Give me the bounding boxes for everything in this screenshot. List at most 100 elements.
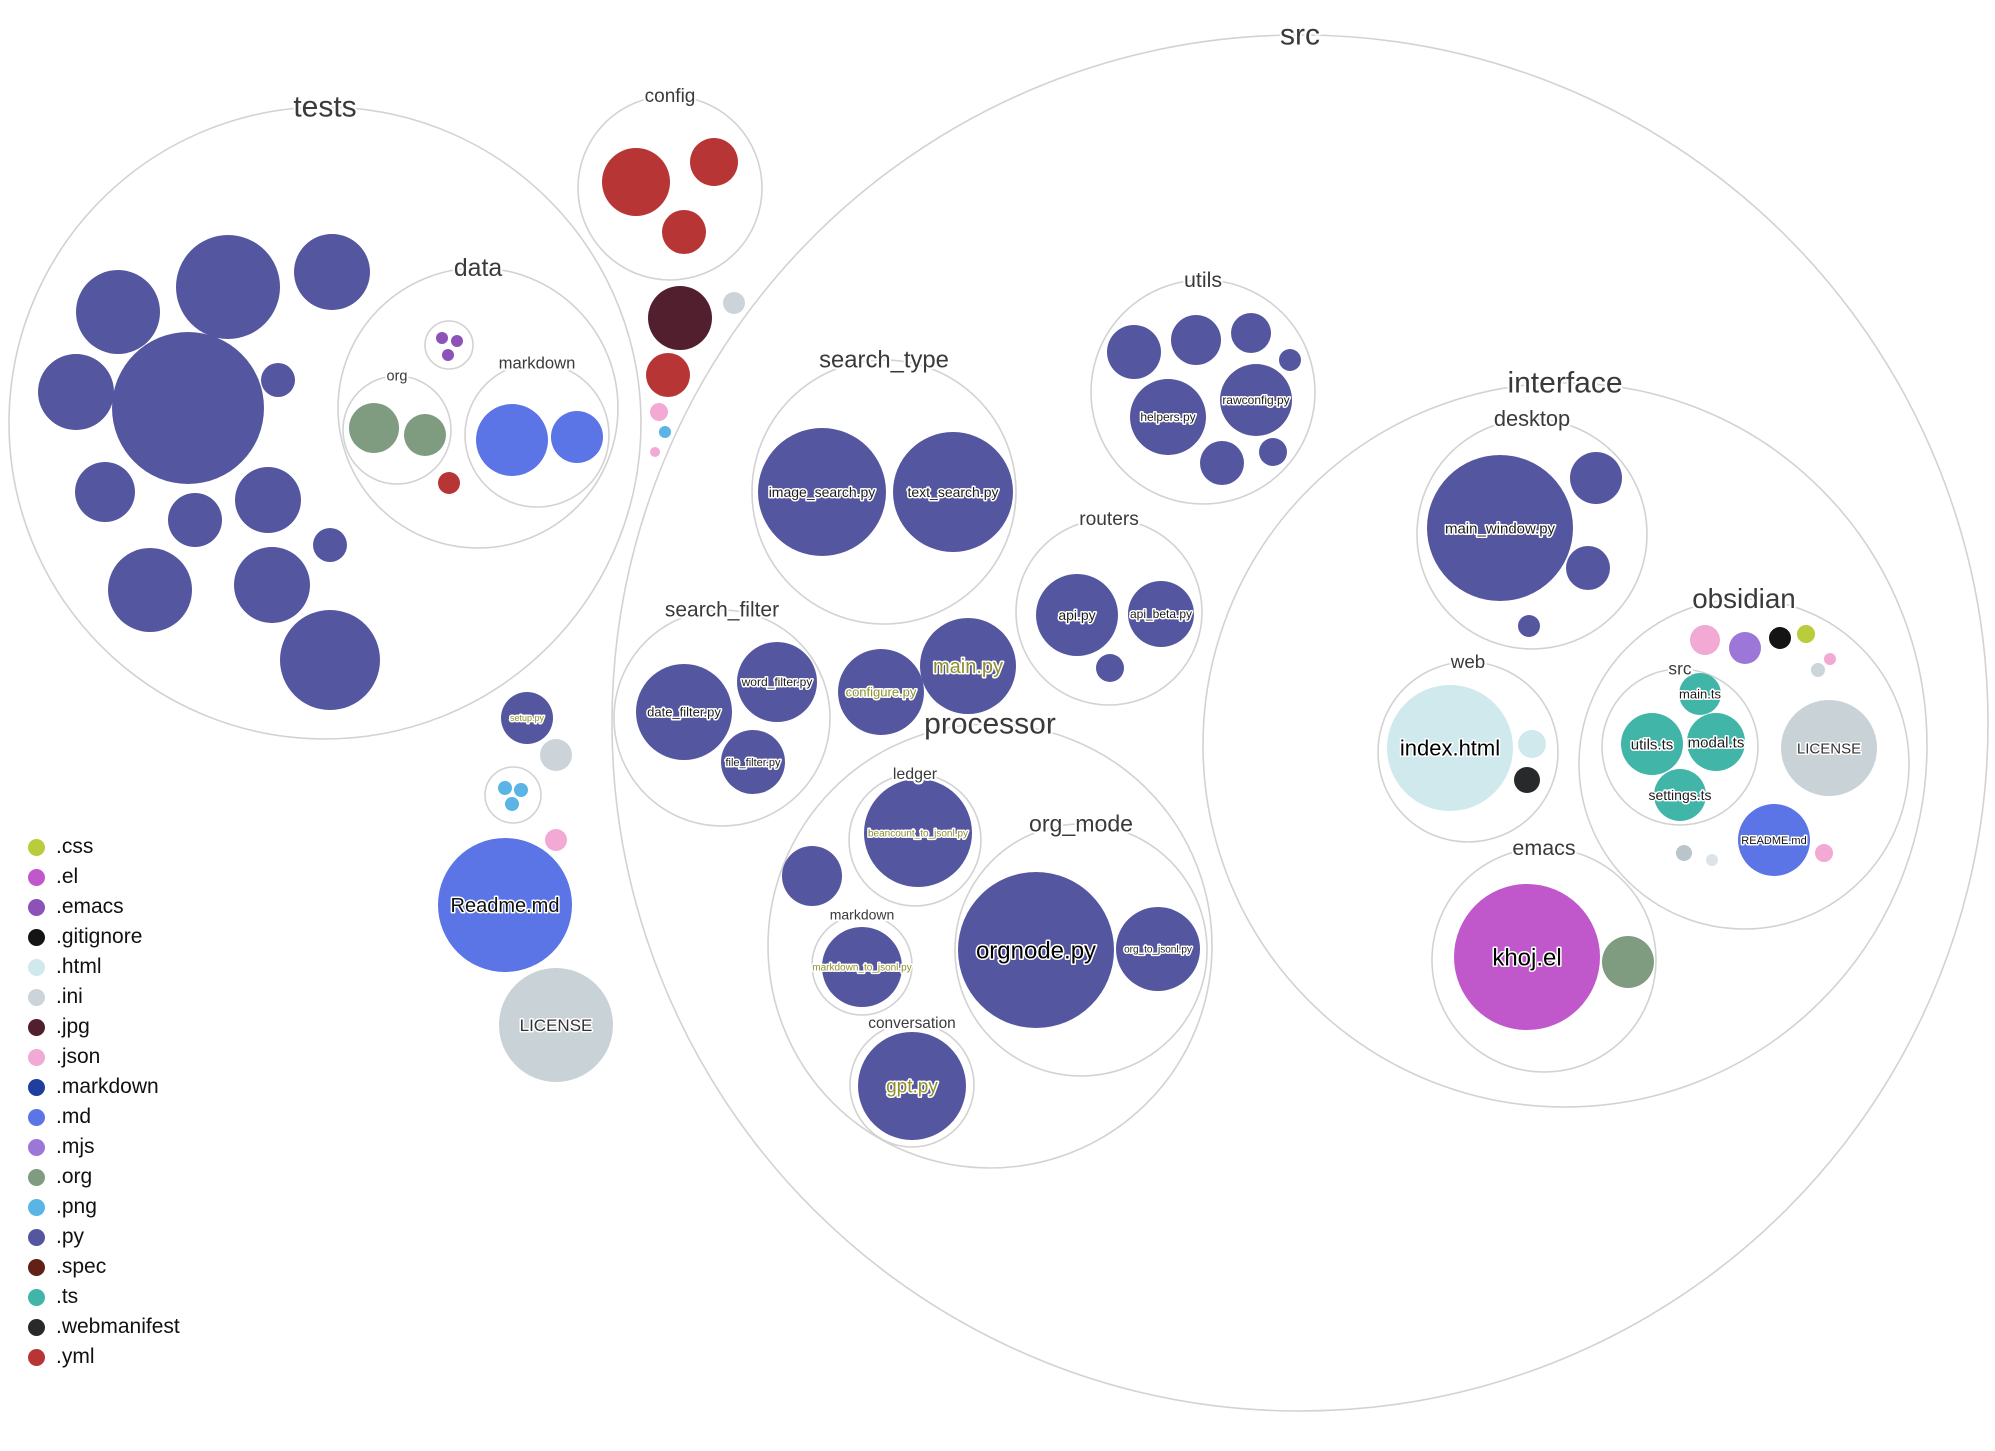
- file-circle-main.py: [920, 618, 1016, 714]
- folder-circle-desktop: [1416, 418, 1648, 650]
- file-label-orgnode.py: orgnode.py: [976, 937, 1096, 964]
- file-label-helpers.py: helpers.py: [1140, 410, 1195, 424]
- folder-circle-interface: [1202, 382, 1928, 1108]
- folder-circle-org: [342, 375, 452, 485]
- file-circle-date_filter.py: [636, 664, 732, 760]
- file-circle: [1171, 315, 1221, 365]
- file-circle: [1824, 653, 1836, 665]
- legend-color-dot: [28, 868, 45, 886]
- file-label-README.md: README.md: [1741, 835, 1806, 847]
- file-circle-file_filter.py: [721, 730, 785, 794]
- file-circle: [108, 548, 192, 632]
- file-circle: [1200, 441, 1244, 485]
- file-circle-khoj.el: [1454, 884, 1600, 1030]
- legend-color-dot: [28, 958, 45, 976]
- file-circle-helpers.py: [1130, 379, 1206, 455]
- legend-item-md: .md: [28, 1105, 180, 1128]
- file-label-org_to_jsonl.py: org_to_jsonl.py: [1124, 945, 1192, 956]
- file-circle: [1797, 625, 1815, 643]
- folder-label-routers: routers: [1079, 509, 1139, 530]
- legend-color-dot: [28, 1198, 45, 1216]
- folder-label-search_filter: search_filter: [665, 599, 779, 622]
- file-label-index.html: index.html: [1400, 736, 1500, 761]
- legend-color-dot: [28, 1288, 45, 1306]
- folder-label-org_mode: org_mode: [1029, 810, 1133, 836]
- folder-label-config: config: [645, 86, 696, 107]
- folder-label-processor: processor: [924, 708, 1056, 741]
- file-circle: [659, 426, 671, 438]
- folder-circle-web: [1377, 661, 1559, 843]
- folder-label-markdown: markdown: [499, 353, 576, 372]
- folder-circle-emacs: [1431, 847, 1657, 1073]
- file-circle: [476, 404, 548, 476]
- file-circle: [235, 467, 301, 533]
- legend-color-dot: [28, 898, 45, 916]
- file-circle: [1815, 844, 1833, 862]
- file-circle-configure.py: [838, 649, 924, 735]
- legend-item-spec: .spec: [28, 1255, 180, 1278]
- file-circle: [662, 210, 706, 254]
- file-circle: [498, 781, 512, 795]
- file-circle-orgnode.py: [958, 872, 1114, 1028]
- file-circle: [505, 797, 519, 811]
- legend-extension-label: .mjs: [56, 1135, 95, 1158]
- folder-label-src: src: [1280, 19, 1320, 52]
- folder-circle-utils: [1090, 279, 1316, 505]
- file-label-word_filter.py: word_filter.py: [741, 675, 813, 689]
- legend-color-dot: [28, 1258, 45, 1276]
- file-circle: [1259, 438, 1287, 466]
- file-circle: [551, 411, 603, 463]
- folder-circle-routers: [1015, 518, 1203, 706]
- folder-label-tests: tests: [293, 91, 356, 124]
- file-circle-index.html: [1387, 685, 1513, 811]
- file-label-main.py: main.py: [933, 656, 1003, 678]
- legend-item-mjs: .mjs: [28, 1135, 180, 1158]
- folder-circle-processor: [767, 723, 1213, 1169]
- file-circle: [648, 286, 712, 350]
- file-circle: [690, 138, 738, 186]
- file-label-khoj.el: khoj.el: [1492, 944, 1561, 971]
- folder-label-markdown: markdown: [830, 906, 895, 922]
- file-label-Readme.md: Readme.md: [451, 895, 560, 917]
- legend-item-org: .org: [28, 1165, 180, 1188]
- legend-color-dot: [28, 928, 45, 946]
- file-circle: [723, 292, 745, 314]
- file-circle: [1566, 546, 1610, 590]
- legend-item-ini: .ini: [28, 985, 180, 1008]
- file-circle: [436, 332, 448, 344]
- legend-item-py: .py: [28, 1225, 180, 1248]
- legend-color-dot: [28, 1348, 45, 1366]
- file-circle: [451, 335, 463, 347]
- folder-circle-conversation: [849, 1022, 975, 1148]
- folder-circle-search_type: [751, 359, 1017, 625]
- file-circle: [280, 610, 380, 710]
- file-circle-api_beta.py: [1128, 581, 1194, 647]
- legend-item-ts: .ts: [28, 1285, 180, 1308]
- file-circle: [261, 363, 295, 397]
- folder-label-obsidian: obsidian: [1692, 583, 1796, 614]
- legend-extension-label: .el: [56, 865, 79, 888]
- file-circle: [1279, 349, 1301, 371]
- file-label-setup.py: setup.py: [510, 713, 545, 723]
- file-circle-LICENSE: [1781, 700, 1877, 796]
- legend-item-el: .el: [28, 865, 180, 888]
- file-circle: [76, 270, 160, 354]
- file-label-date_filter.py: date_filter.py: [647, 705, 721, 720]
- folder-label-conversation: conversation: [868, 1015, 956, 1032]
- file-circle: [1570, 452, 1622, 504]
- file-label-file_filter.py: file_filter.py: [725, 757, 781, 769]
- file-circle-main.ts: [1679, 673, 1721, 715]
- file-circle: [1518, 615, 1540, 637]
- legend-extension-label: .css: [56, 835, 94, 858]
- legend-color-dot: [28, 1078, 45, 1096]
- file-circle: [112, 332, 264, 484]
- file-circle: [176, 235, 280, 339]
- file-circle-beancount_to_jsonl.py: [864, 779, 972, 887]
- folder-circle-config: [577, 95, 763, 281]
- legend-item-gitignore: .gitignore: [28, 925, 180, 948]
- folder-label-search_type: search_type: [819, 347, 949, 374]
- file-label-LICENSE: LICENSE: [520, 1016, 593, 1035]
- legend-color-dot: [28, 1048, 45, 1066]
- file-label-modal.ts: modal.ts: [1688, 734, 1745, 751]
- folder-label-interface: interface: [1507, 367, 1622, 400]
